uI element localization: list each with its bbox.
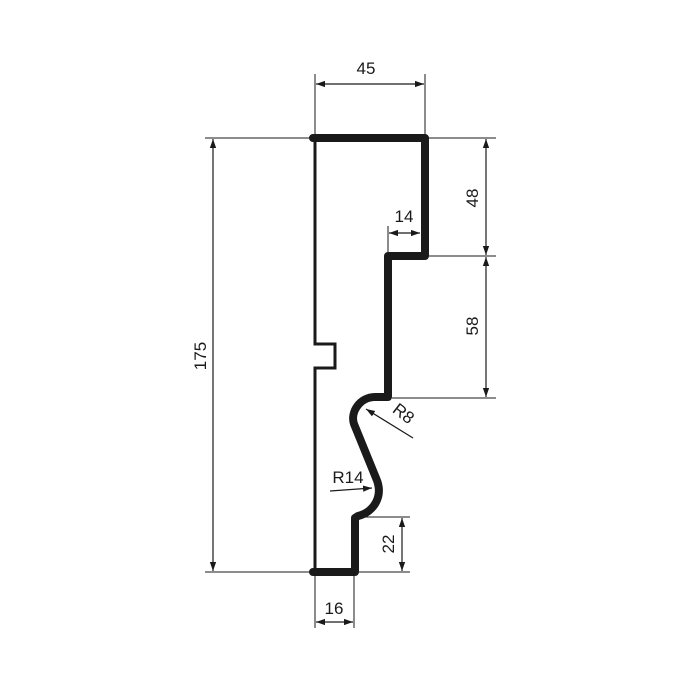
extension-lines [205,74,496,628]
dim-radius-r14-leader [329,485,373,492]
label-16: 16 [325,599,344,618]
label-175: 175 [191,342,210,370]
dimension-labels: 45 175 48 58 14 22 16 R8 R14 [191,59,482,618]
label-r8: R8 [389,399,418,427]
label-45: 45 [357,59,376,78]
label-58: 58 [463,317,482,336]
front-profile [309,134,429,576]
label-48: 48 [463,189,482,208]
label-14: 14 [395,207,414,226]
profile-outline [309,134,429,576]
label-22: 22 [379,535,398,554]
label-r14: R14 [332,468,363,487]
dim-radius-r8-leader [365,408,414,439]
dimension-lines [209,80,490,626]
back-edge-with-notch [313,138,337,572]
